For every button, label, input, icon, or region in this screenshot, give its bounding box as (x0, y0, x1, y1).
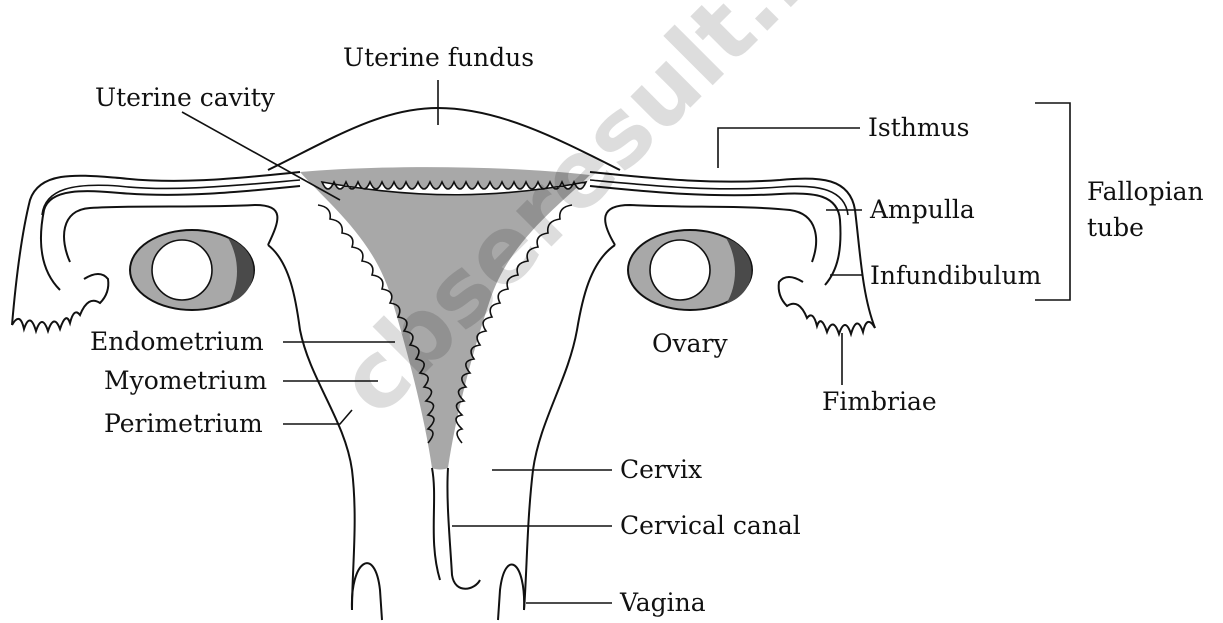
label-fallopian-tube-line2: tube (1087, 213, 1144, 242)
label-uterine-cavity: Uterine cavity (95, 83, 276, 112)
cervical-canal (432, 468, 480, 589)
right-fimbriae (779, 277, 875, 334)
label-endometrium: Endometrium (90, 327, 264, 356)
label-ovary: Ovary (652, 329, 728, 358)
label-fallopian-tube-line1: Fallopian (1087, 177, 1204, 206)
label-isthmus: Isthmus (868, 113, 970, 142)
perimetrium-leader (283, 410, 352, 424)
label-perimetrium: Perimetrium (104, 409, 263, 438)
left-fimbriae (12, 274, 108, 331)
right-ovary (628, 230, 752, 310)
label-cervix: Cervix (620, 455, 702, 484)
uterus-left-wall (268, 245, 355, 610)
label-cervical-canal: Cervical canal (620, 511, 801, 540)
label-fimbriae: Fimbriae (822, 387, 937, 416)
label-ampulla: Ampulla (869, 195, 975, 224)
label-infundibulum: Infundibulum (870, 261, 1042, 290)
label-myometrium: Myometrium (104, 366, 267, 395)
vagina-right-fold (498, 564, 524, 620)
vagina-left-fold (352, 563, 382, 620)
label-uterine-fundus: Uterine fundus (343, 43, 534, 72)
uterus-right-wall (524, 245, 615, 610)
left-ovary (130, 230, 254, 310)
isthmus-leader (718, 128, 860, 168)
label-vagina: Vagina (619, 588, 706, 617)
left-ovary-follicle (152, 240, 212, 300)
right-ovary-follicle (650, 240, 710, 300)
